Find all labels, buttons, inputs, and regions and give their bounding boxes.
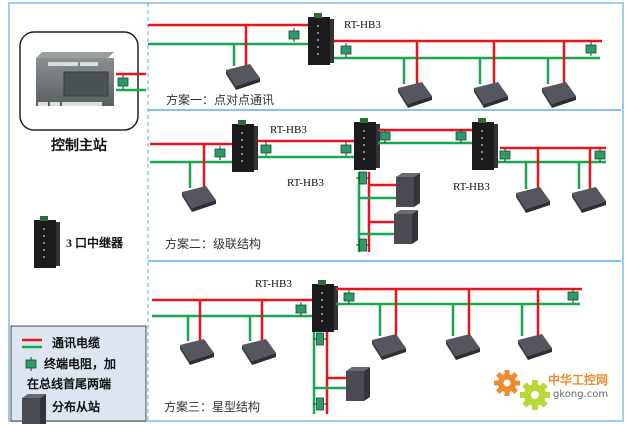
repeater-key: 3 口中继器 — [34, 216, 124, 268]
plc-icon — [36, 52, 114, 106]
repeater-rt-hb3 — [472, 118, 498, 170]
legend-item-cable: 通讯电缆 — [52, 335, 100, 350]
orange-gear-icon — [494, 370, 520, 396]
repeater-label: RT-HB3 — [344, 19, 381, 31]
repeater-label: 3 口中继器 — [66, 235, 124, 250]
legend: 通讯电缆 终端电阻，加 在总线首尾两端 分布从站 — [10, 325, 147, 424]
repeater-icon — [34, 216, 60, 268]
repeater-label: RT-HB3 — [453, 181, 490, 193]
slave-station — [394, 210, 418, 244]
scheme-2-cascade: RT-HB3 RT-HB3 RT-HB3 方案二：级联结构 — [150, 118, 606, 252]
legend-item-terminator: 终端电阻，加 — [44, 356, 116, 371]
slave-station — [396, 173, 420, 207]
watermark-en: gkong.com — [553, 389, 608, 400]
master-label: 控制主站 — [51, 137, 107, 154]
watermark-cn: 中华工控网 — [548, 372, 608, 387]
repeater-rt-hb3 — [312, 280, 338, 332]
gkong-watermark: 中华工控网 gkong.com — [494, 370, 608, 410]
repeater-rt-hb3 — [232, 120, 258, 172]
repeater-label: RT-HB3 — [255, 278, 292, 290]
repeater-rt-hb3 — [308, 13, 334, 65]
repeater-label: RT-HB3 — [270, 124, 307, 136]
scheme-3-title: 方案三：星型结构 — [164, 399, 260, 414]
master-station: 控制主站 — [19, 31, 146, 154]
green-gear-icon — [520, 380, 550, 410]
slave-station-icon — [22, 394, 46, 424]
legend-item-terminator-note: 在总线首尾两端 — [27, 376, 111, 391]
slave-station — [346, 367, 370, 401]
legend-item-slave: 分布从站 — [52, 399, 100, 414]
repeater-rt-hb3 — [354, 118, 380, 170]
scheme-1-title: 方案一：点对点通讯 — [166, 92, 274, 107]
scheme-3-star: RT-HB3 方案三：星型结构 — [152, 278, 582, 414]
scheme-2-title: 方案二：级联结构 — [165, 236, 261, 251]
scheme-1-point-to-point: RT-HB3 方案一：点对点通讯 — [148, 13, 602, 108]
repeater-label: RT-HB3 — [287, 177, 324, 189]
